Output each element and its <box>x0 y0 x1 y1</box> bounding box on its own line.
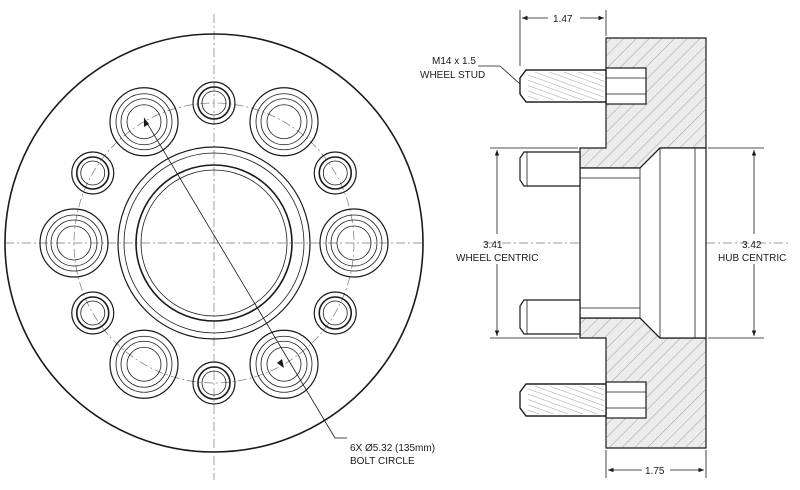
bolt-circle-leader <box>143 117 347 439</box>
dimension-bottom <box>605 450 707 478</box>
stud-hole <box>109 329 179 399</box>
dimension-top-value: 1.47 <box>553 14 573 25</box>
bolt-circle-centerline <box>73 102 355 384</box>
bolt-holes <box>39 81 389 405</box>
thread-note-line1: M14 x 1.5 <box>432 56 476 67</box>
short-stud-lower <box>519 299 581 335</box>
wheel-stud-bottom <box>519 383 607 417</box>
thread-note-line2: WHEEL STUD <box>420 70 485 81</box>
dimension-top <box>519 10 607 66</box>
dimension-hub-centric <box>708 147 764 339</box>
bolt-hole <box>313 291 357 335</box>
stud-hole <box>249 329 319 399</box>
bolt-circle-note-line1: 6X Ø5.32 (135mm) <box>350 443 435 454</box>
center-bore <box>117 146 311 340</box>
thread-callout-leader <box>478 65 521 85</box>
short-stud-upper <box>519 151 581 187</box>
wheel-centric-label: WHEEL CENTRIC <box>456 253 538 264</box>
bolt-circle-note-line2: BOLT CIRCLE <box>350 456 415 467</box>
bolt-hole <box>71 291 115 335</box>
bolt-hole <box>192 361 236 405</box>
dimension-bottom-value: 1.75 <box>645 466 665 477</box>
wheel-centric-value: 3.41 <box>483 240 503 251</box>
stud-hole <box>39 208 109 278</box>
stud-hole <box>319 208 389 278</box>
wheel-stud-top <box>519 69 607 103</box>
stud-hole <box>249 87 319 157</box>
bolt-hole <box>313 151 357 195</box>
spacer-section <box>579 37 707 449</box>
front-view: 6X Ø5.32 (135mm) BOLT CIRCLE <box>4 14 435 480</box>
hub-centric-label: HUB CENTRIC <box>718 253 786 264</box>
stud-hole <box>109 87 179 157</box>
hub-centric-value: 3.42 <box>742 240 762 251</box>
spacer-outer-edge <box>4 33 424 453</box>
dimension-wheel-centric <box>490 147 578 339</box>
bolt-hole <box>71 151 115 195</box>
side-view: 1.47 1.75 3.41 WHEEL CENTRIC 3.42 HUB CE… <box>420 10 790 478</box>
bolt-hole <box>192 81 236 125</box>
